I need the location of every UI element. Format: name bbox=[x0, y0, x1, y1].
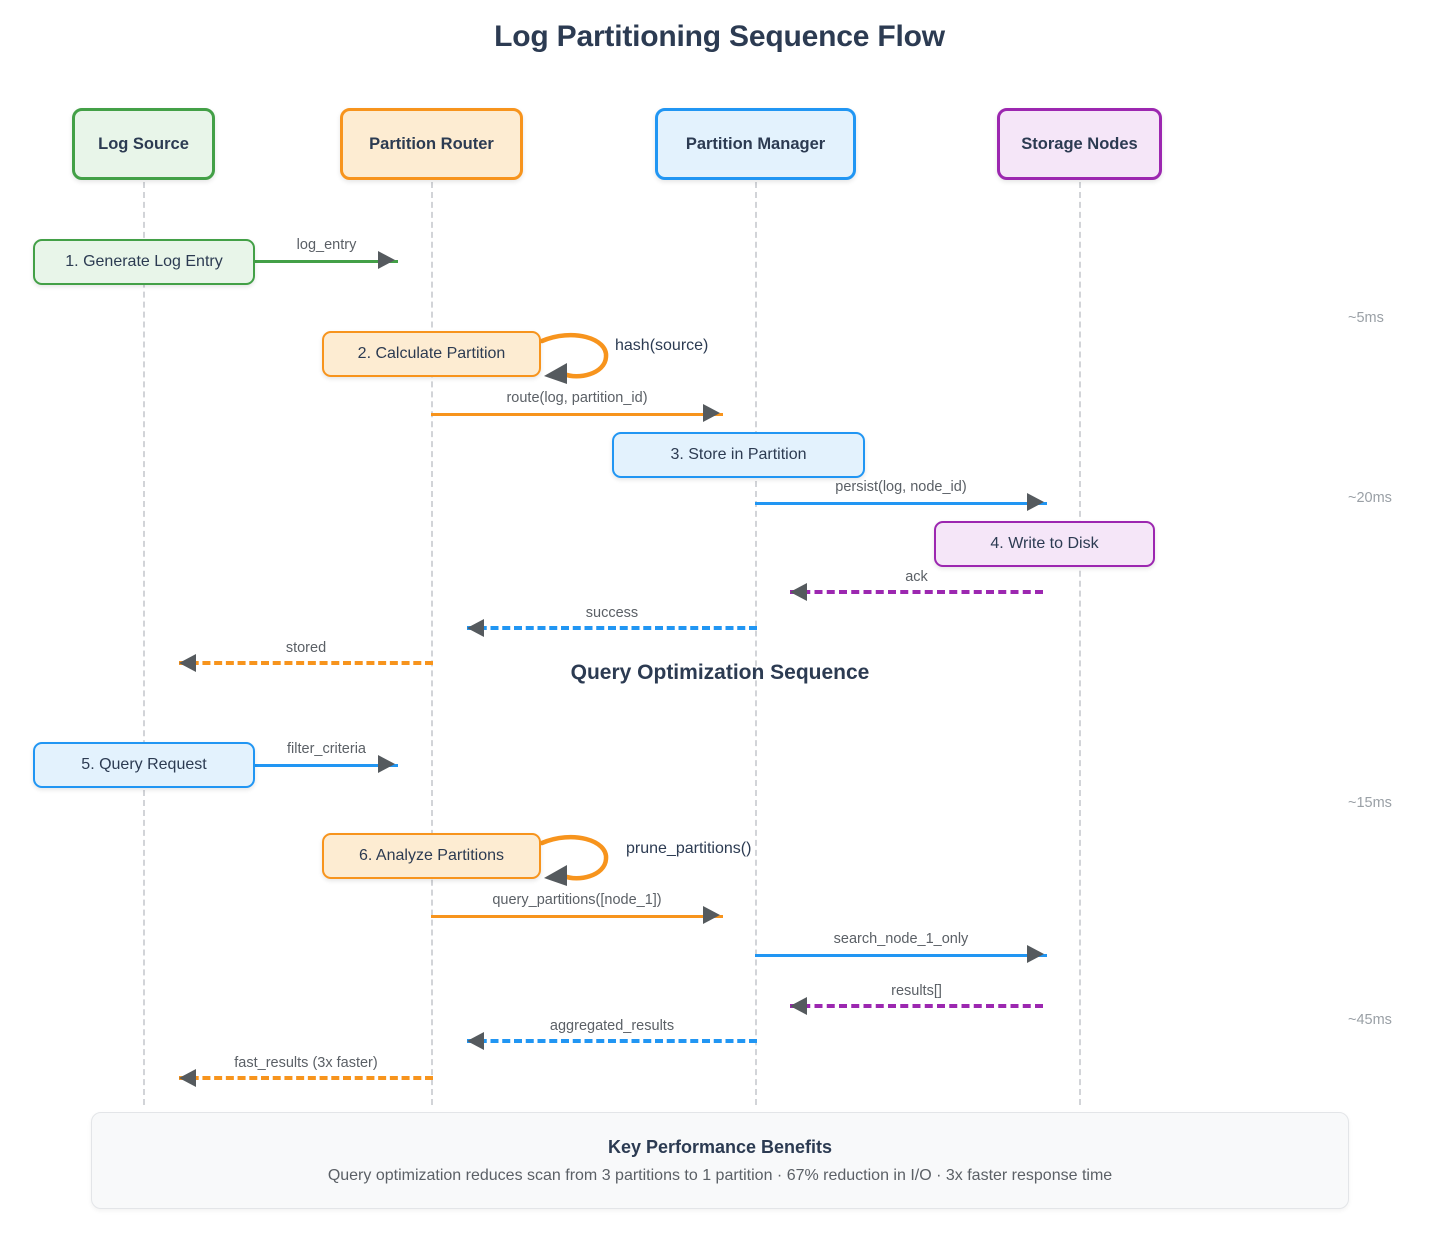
step-label: 3. Store in Partition bbox=[670, 446, 807, 463]
message-line bbox=[431, 413, 723, 416]
message-arrowhead bbox=[790, 997, 807, 1015]
step-label: 1. Generate Log Entry bbox=[65, 253, 223, 270]
footer-subtitle: Query optimization reduces scan from 3 p… bbox=[327, 1166, 1113, 1184]
step-label: 5. Query Request bbox=[81, 756, 207, 773]
page-title: Log Partitioning Sequence Flow bbox=[494, 20, 945, 53]
lifeline-log-source bbox=[143, 182, 145, 1105]
message-label: results[] bbox=[891, 983, 942, 999]
lifeline-partition-manager bbox=[755, 182, 757, 1105]
self-loop-loop-hash bbox=[538, 332, 628, 392]
message-label: persist(log, node_id) bbox=[835, 479, 967, 495]
step-label: 2. Calculate Partition bbox=[357, 345, 506, 362]
timing-label-timing-4: ~45ms bbox=[1348, 1012, 1392, 1028]
actor-partition-router[interactable]: Partition Router bbox=[340, 108, 523, 180]
message-label: aggregated_results bbox=[549, 1018, 675, 1034]
message-label: search_node_1_only bbox=[833, 931, 969, 947]
actor-storage-nodes[interactable]: Storage Nodes bbox=[997, 108, 1162, 180]
message-label: fast_results (3x faster) bbox=[234, 1055, 378, 1071]
message-label: ack bbox=[905, 569, 928, 585]
message-line bbox=[790, 590, 1043, 594]
step-label: 6. Analyze Partitions bbox=[359, 847, 504, 864]
message-label: log_entry bbox=[296, 237, 357, 253]
step-label: 4. Write to Disk bbox=[990, 535, 1099, 552]
message-arrowhead bbox=[703, 906, 720, 924]
message-line bbox=[467, 1039, 757, 1043]
message-arrowhead bbox=[378, 251, 395, 269]
message-label: filter_criteria bbox=[287, 741, 366, 757]
section-divider-title: Query Optimization Sequence bbox=[570, 661, 870, 684]
step-box-step-2[interactable]: 2. Calculate Partition bbox=[322, 331, 541, 377]
message-arrowhead bbox=[378, 755, 395, 773]
lifeline-partition-router bbox=[431, 182, 433, 1105]
message-line bbox=[755, 502, 1047, 505]
message-line bbox=[755, 954, 1047, 957]
message-arrowhead bbox=[703, 404, 720, 422]
message-arrowhead bbox=[179, 1069, 196, 1087]
self-loop-arrowhead bbox=[544, 865, 567, 886]
message-arrowhead bbox=[467, 1032, 484, 1050]
message-label: query_partitions([node_1]) bbox=[492, 892, 662, 908]
message-label: stored bbox=[285, 640, 327, 656]
message-arrowhead bbox=[179, 654, 196, 672]
actor-label: Storage Nodes bbox=[1021, 134, 1138, 153]
actor-log-source[interactable]: Log Source bbox=[72, 108, 215, 180]
actor-label: Log Source bbox=[98, 134, 189, 153]
message-line bbox=[255, 764, 398, 767]
timing-label-timing-2: ~20ms bbox=[1348, 490, 1392, 506]
message-arrowhead bbox=[467, 619, 484, 637]
step-box-step-4[interactable]: 4. Write to Disk bbox=[934, 521, 1155, 567]
message-arrowhead bbox=[1027, 493, 1044, 511]
actor-label: Partition Router bbox=[369, 134, 494, 153]
actor-partition-manager[interactable]: Partition Manager bbox=[655, 108, 856, 180]
self-loop-loop-prune bbox=[538, 834, 628, 894]
self-loop-label: prune_partitions() bbox=[626, 840, 752, 857]
timing-label-timing-1: ~5ms bbox=[1348, 310, 1384, 326]
self-loop-label: hash(source) bbox=[615, 337, 709, 354]
self-loop-path bbox=[539, 834, 609, 886]
message-line bbox=[179, 661, 433, 665]
lifeline-storage-nodes bbox=[1079, 182, 1081, 1105]
timing-label-timing-3: ~15ms bbox=[1348, 795, 1392, 811]
message-label: success bbox=[585, 605, 639, 621]
message-label: route(log, partition_id) bbox=[506, 390, 648, 406]
step-box-step-6[interactable]: 6. Analyze Partitions bbox=[322, 833, 541, 879]
key-performance-benefits-panel: Key Performance Benefits Query optimizat… bbox=[91, 1112, 1349, 1209]
message-line bbox=[467, 626, 757, 630]
actor-label: Partition Manager bbox=[685, 134, 826, 153]
message-line bbox=[255, 260, 398, 263]
step-box-step-5[interactable]: 5. Query Request bbox=[33, 742, 255, 788]
message-line bbox=[431, 915, 723, 918]
step-box-step-1[interactable]: 1. Generate Log Entry bbox=[33, 239, 255, 285]
self-loop-path bbox=[539, 332, 609, 384]
footer-title: Key Performance Benefits bbox=[607, 1136, 833, 1157]
message-arrowhead bbox=[1027, 945, 1044, 963]
step-box-step-3[interactable]: 3. Store in Partition bbox=[612, 432, 865, 478]
message-arrowhead bbox=[790, 583, 807, 601]
self-loop-arrowhead bbox=[544, 363, 567, 384]
message-line bbox=[790, 1004, 1043, 1008]
message-line bbox=[179, 1076, 433, 1080]
